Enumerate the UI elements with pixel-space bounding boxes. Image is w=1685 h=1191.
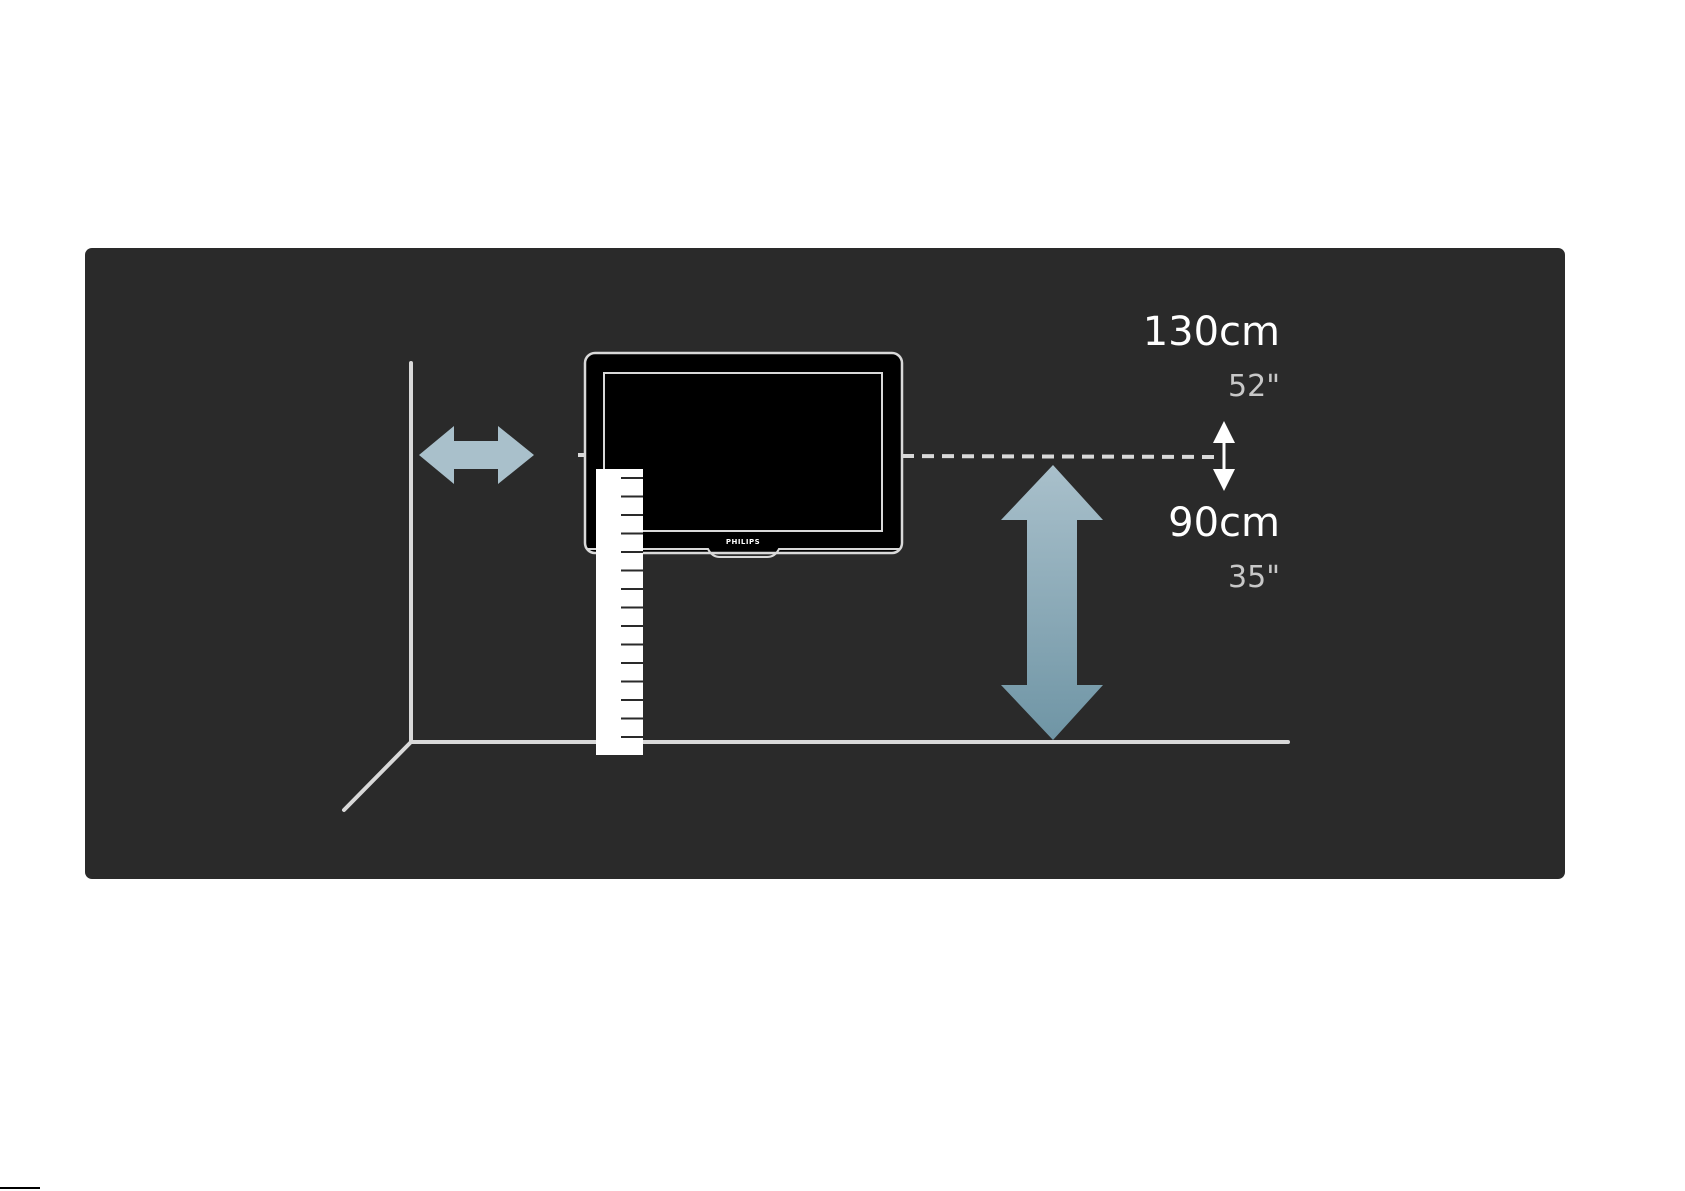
double-arrow-horizontal-icon	[419, 426, 534, 484]
max-height-inch-label: 52"	[1228, 369, 1280, 404]
page-corner-mark	[0, 1187, 40, 1189]
ruler-icon	[596, 469, 643, 755]
min-height-cm-label: 90cm	[1168, 500, 1280, 546]
min-height-inch-label: 35"	[1228, 560, 1280, 595]
tv-brand-logo: PHILIPS	[726, 538, 760, 546]
max-height-cm-label: 130cm	[1143, 309, 1280, 355]
double-arrow-vertical-icon	[1001, 465, 1103, 740]
depth-line	[344, 742, 411, 810]
double-arrow-small-icon	[1213, 421, 1235, 491]
